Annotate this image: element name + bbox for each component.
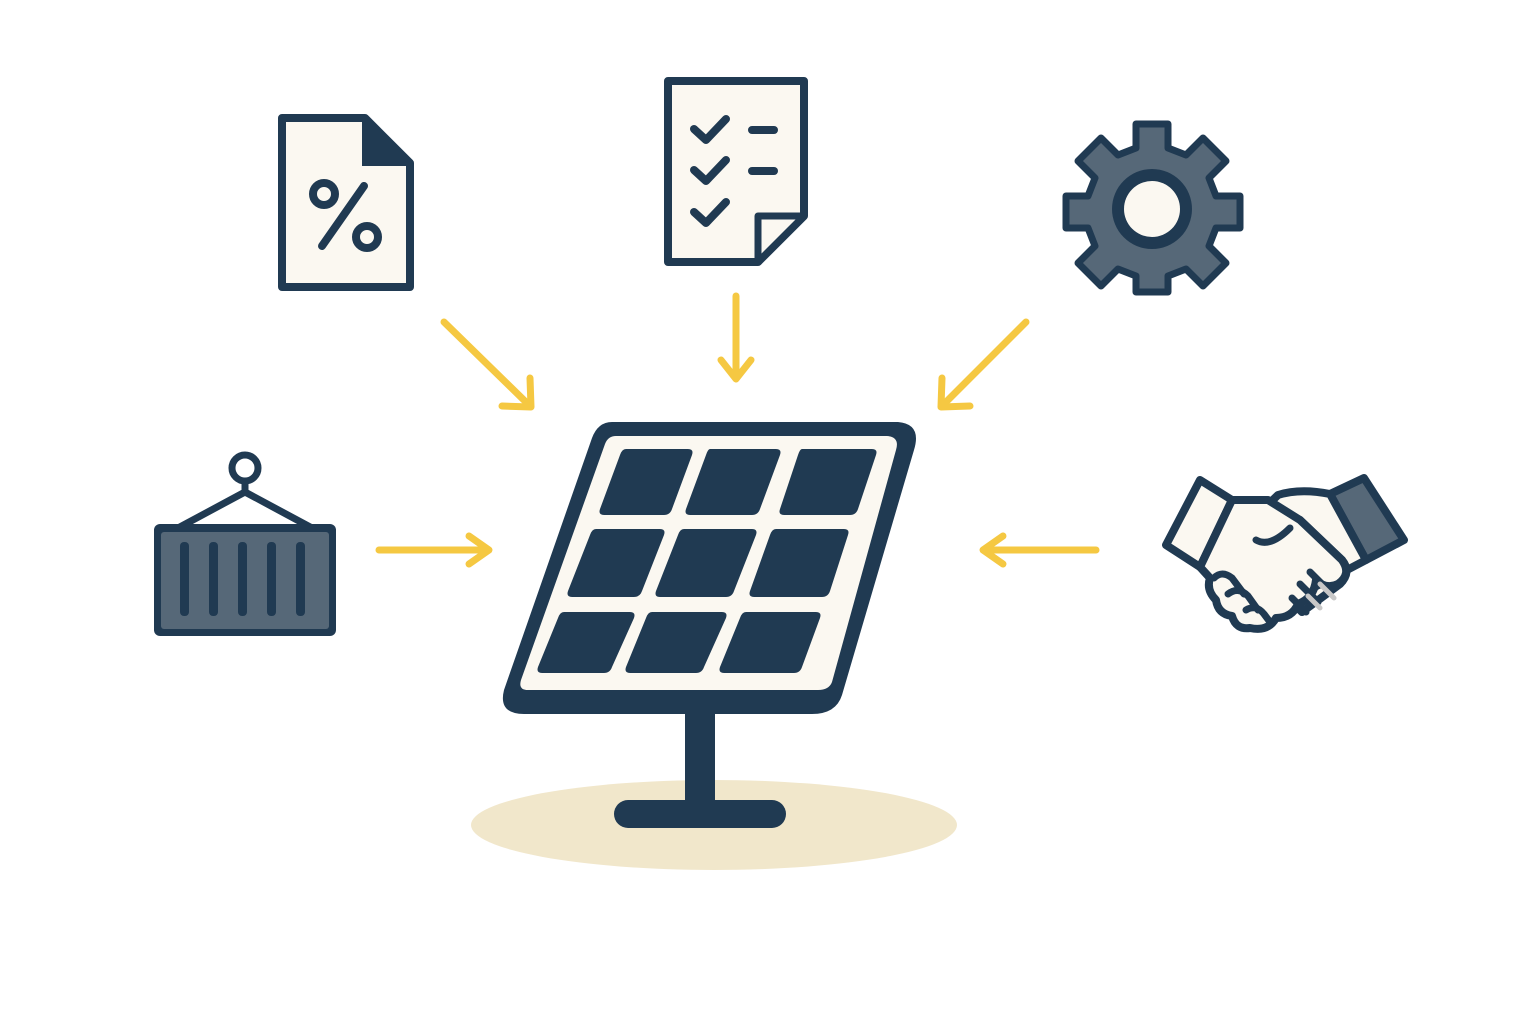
handshake-icon bbox=[1162, 474, 1408, 633]
panel-cell bbox=[625, 612, 727, 673]
arrows bbox=[375, 292, 1100, 568]
panel-cell bbox=[599, 449, 693, 515]
panel-cell bbox=[655, 529, 757, 597]
arrow-from-checklist-document bbox=[717, 292, 755, 383]
arrow-from-gear bbox=[937, 318, 1030, 411]
panel-cell bbox=[749, 529, 849, 597]
shipping-container-icon bbox=[154, 451, 336, 636]
panel-cell bbox=[685, 449, 781, 515]
gear-icon bbox=[1062, 120, 1244, 296]
arrow-from-handshake bbox=[979, 532, 1100, 568]
arrow-from-percent-document bbox=[440, 318, 535, 411]
panel-pole bbox=[685, 705, 715, 810]
arrow-from-container bbox=[375, 532, 493, 568]
percent-document-icon bbox=[278, 114, 414, 291]
panel-cell bbox=[537, 612, 635, 673]
panel-base bbox=[614, 800, 786, 828]
panel-cell bbox=[567, 529, 665, 597]
checklist-document-icon bbox=[664, 77, 808, 266]
solar-panel-icon bbox=[502, 422, 916, 828]
panel-cell bbox=[719, 612, 821, 673]
panel-cells bbox=[537, 449, 877, 673]
panel-cell bbox=[779, 449, 877, 515]
